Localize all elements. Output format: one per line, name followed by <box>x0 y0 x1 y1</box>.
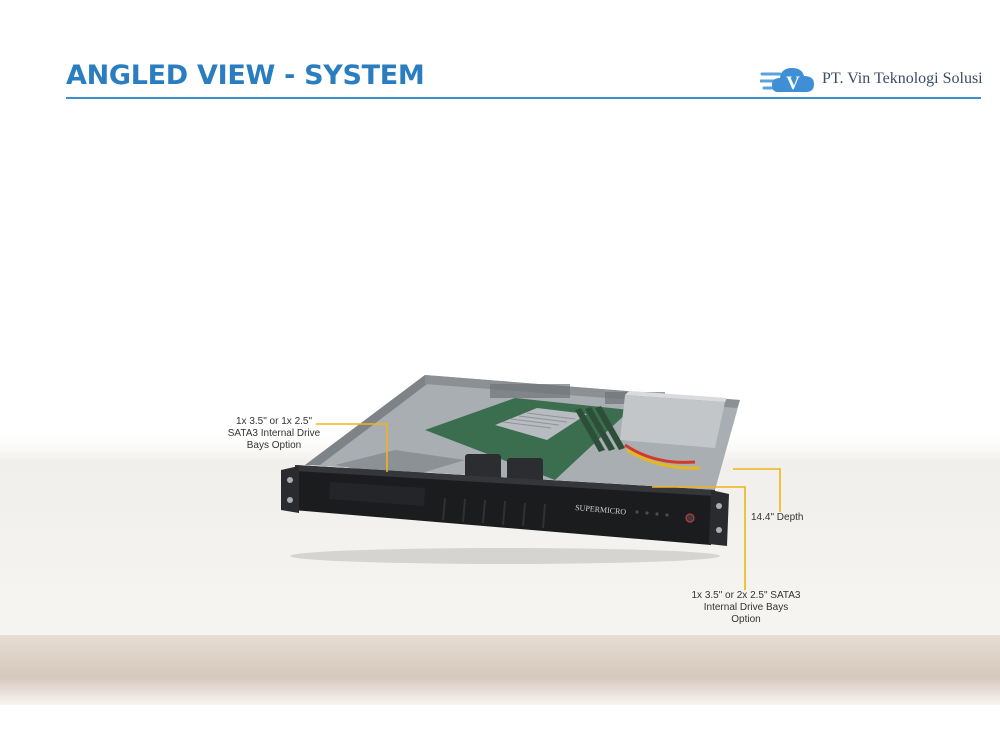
callout-drive-bays: 1x 3.5" or 2x 2.5" SATA3 Internal Drive … <box>682 590 810 626</box>
callout-line: 14.4" Depth <box>751 512 804 523</box>
company-logo: V PT. Vin Teknologi Solusi <box>758 60 988 100</box>
server-illustration: SUPERMICRO <box>281 375 740 564</box>
power-button-icon <box>685 513 695 523</box>
title-underline <box>66 97 981 99</box>
rack-ear-right <box>709 490 729 546</box>
callout-depth: 14.4" Depth <box>751 512 803 524</box>
heatsink <box>495 408 587 440</box>
cooling-fans <box>465 454 543 484</box>
callout-line: SATA3 Internal Drive <box>227 428 321 439</box>
memory-modules <box>575 406 625 452</box>
rack-ear-left <box>281 466 299 513</box>
callout-line: Bays Option <box>246 440 302 451</box>
callout-line: 1x 3.5" or 1x 2.5" <box>235 416 313 427</box>
power-supply <box>620 395 725 448</box>
callout-line: Option <box>731 614 761 625</box>
callout-internal-drive-bay: 1x 3.5" or 1x 2.5" SATA3 Internal Drive … <box>214 416 334 452</box>
company-name: PT. Vin Teknologi Solusi <box>822 70 983 87</box>
logo-mark-letter: V <box>786 73 800 94</box>
front-brand-label: SUPERMICRO <box>575 503 627 516</box>
cloud-v-logo-icon: V <box>758 68 814 94</box>
slide-title: ANGLED VIEW - SYSTEM <box>66 60 425 91</box>
callout-line: 1x 3.5" or 2x 2.5" SATA3 <box>691 590 801 601</box>
callout-line: Internal Drive Bays <box>703 602 789 613</box>
